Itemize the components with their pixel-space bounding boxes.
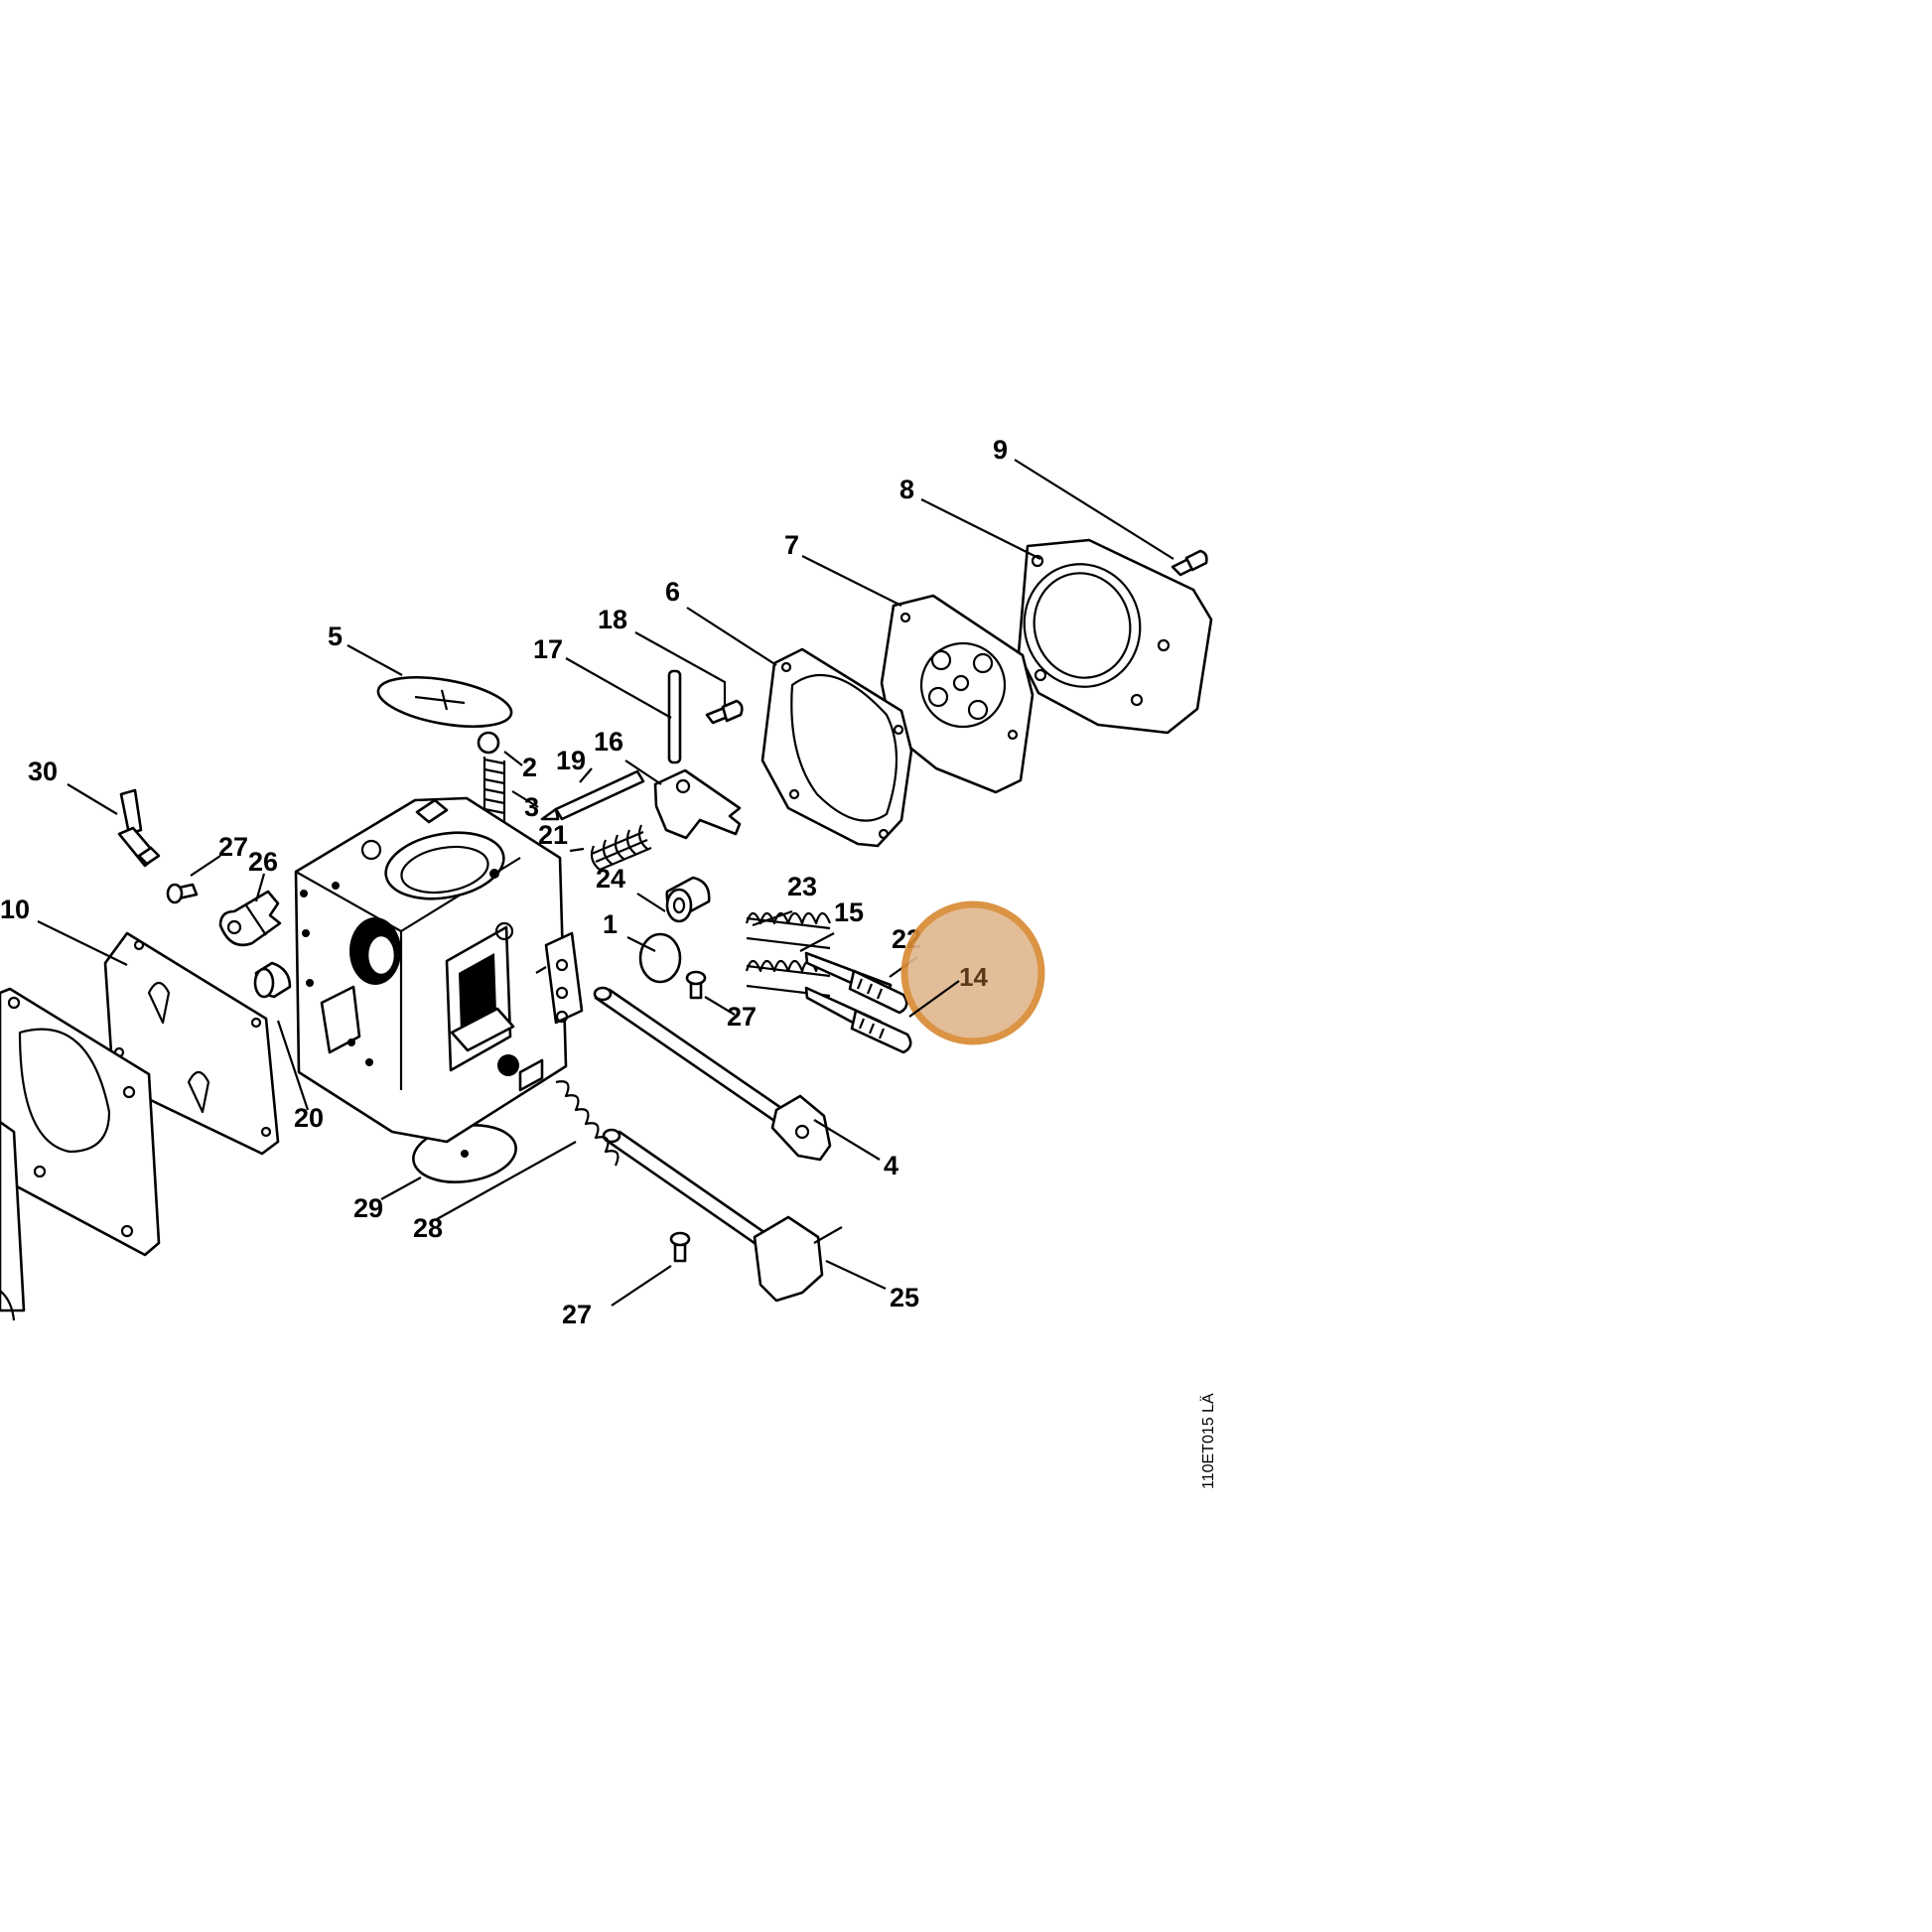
label-10: 10	[0, 895, 30, 924]
label-7: 7	[784, 530, 799, 560]
label-29: 29	[353, 1193, 383, 1223]
leader-lines	[37, 459, 1174, 1307]
label-24: 24	[596, 864, 625, 894]
part-labels: 9 8 7 6 18 17 5 2 3 16 19 21 24 1 23 15 …	[0, 435, 1008, 1329]
part-1-disc[interactable]	[638, 932, 682, 984]
label-1: 1	[603, 909, 618, 939]
highlight-circle	[900, 900, 1045, 1045]
label-6: 6	[665, 577, 680, 607]
left-plate[interactable]	[0, 987, 161, 1321]
label-9: 9	[993, 435, 1008, 465]
label-4: 4	[884, 1151, 898, 1180]
part-27-screw-mid[interactable]	[685, 970, 707, 1000]
part-6-gasket[interactable]	[760, 647, 913, 848]
label-23: 23	[787, 872, 817, 901]
part-26-bracket[interactable]	[218, 890, 282, 947]
label-2: 2	[522, 753, 537, 782]
part-14-needle[interactable]	[804, 986, 912, 1054]
label-17: 17	[533, 634, 563, 664]
label-27-upper: 27	[218, 832, 248, 862]
drawing-code: 110ET015 LÄ	[1199, 1393, 1217, 1489]
part-24-plug[interactable]	[665, 876, 711, 923]
part-27-screw-upper[interactable]	[166, 883, 199, 904]
label-25: 25	[890, 1283, 919, 1312]
carburetor-body[interactable]	[294, 796, 584, 1144]
label-5: 5	[328, 621, 343, 651]
label-28: 28	[413, 1213, 443, 1243]
label-30: 30	[28, 757, 58, 786]
label-20: 20	[294, 1103, 324, 1133]
part-8-cover[interactable]	[1011, 538, 1213, 735]
part-25-shaft[interactable]	[602, 1128, 843, 1303]
highlight-marker-14[interactable]: 14	[900, 900, 1045, 1045]
part-22-needle[interactable]	[804, 951, 908, 1015]
part-18-screw[interactable]	[705, 699, 744, 725]
label-26: 26	[248, 847, 278, 877]
part-20-cap[interactable]	[253, 961, 292, 999]
label-8: 8	[899, 475, 914, 504]
part-23-springs[interactable]	[745, 911, 832, 998]
part-30-fitting[interactable]	[117, 788, 161, 868]
part-27-screw-lower[interactable]	[669, 1231, 691, 1263]
label-16: 16	[594, 727, 623, 757]
label-19: 19	[556, 746, 586, 775]
part-21-spring[interactable]	[590, 824, 652, 872]
part-7-diaphragm[interactable]	[880, 594, 1035, 794]
part-2-ball[interactable]	[477, 731, 500, 755]
part-4-shaft[interactable]	[593, 986, 832, 1162]
part-19-needle[interactable]	[540, 769, 645, 821]
label-3: 3	[524, 792, 539, 822]
label-27-lower: 27	[562, 1300, 592, 1329]
label-14: 14	[959, 962, 988, 992]
label-15: 15	[834, 897, 864, 927]
part-5-disc[interactable]	[374, 669, 515, 736]
label-27-mid: 27	[727, 1002, 757, 1032]
part-16-lever[interactable]	[653, 768, 742, 840]
label-18: 18	[598, 605, 627, 634]
part-28-spring[interactable]	[555, 1080, 620, 1167]
label-21: 21	[538, 820, 568, 850]
part-9-screw[interactable]	[1171, 549, 1208, 577]
